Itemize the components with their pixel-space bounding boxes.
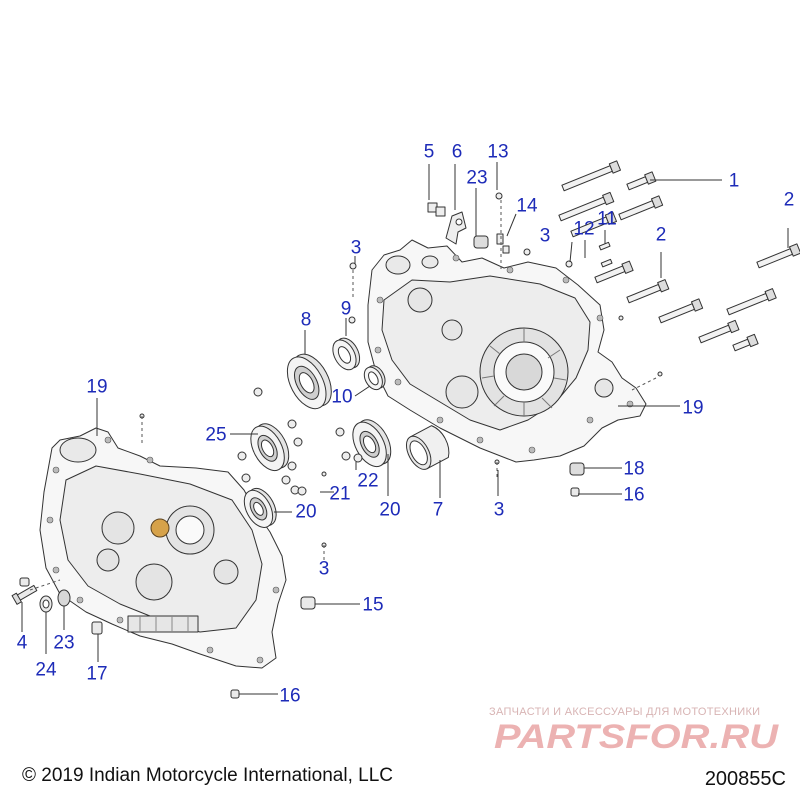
callout-6: 6 bbox=[451, 141, 463, 163]
callout-19: 19 bbox=[682, 397, 704, 419]
left-crankcase-half bbox=[39, 427, 287, 669]
callout-25: 25 bbox=[205, 424, 227, 446]
callout-19: 19 bbox=[86, 376, 108, 398]
callout-7: 7 bbox=[432, 499, 444, 521]
callout-20: 20 bbox=[295, 501, 317, 523]
document-number: 200855C bbox=[704, 768, 786, 790]
callout-22: 22 bbox=[357, 470, 379, 492]
callout-2: 2 bbox=[783, 189, 795, 211]
callout-16: 16 bbox=[279, 685, 301, 707]
leader-lines bbox=[21, 162, 789, 695]
small-rings bbox=[139, 315, 663, 548]
copyright-text: © 2019 Indian Motorcycle International, … bbox=[22, 765, 393, 786]
callout-14: 14 bbox=[516, 195, 538, 217]
callout-13: 13 bbox=[487, 141, 509, 163]
callout-2: 2 bbox=[655, 224, 667, 246]
callout-8: 8 bbox=[300, 309, 312, 331]
callout-24: 24 bbox=[35, 659, 57, 681]
callout-18: 18 bbox=[623, 458, 645, 480]
watermark-logo-text: PARTSFOR.RU bbox=[494, 718, 780, 756]
callout-15: 15 bbox=[362, 594, 384, 616]
callout-10: 10 bbox=[331, 386, 353, 408]
callout-20: 20 bbox=[379, 499, 401, 521]
callout-16: 16 bbox=[623, 484, 645, 506]
callout-4: 4 bbox=[16, 632, 28, 654]
callout-5: 5 bbox=[423, 141, 435, 163]
watermark-tagline: ЗАПЧАСТИ И АКСЕССУАРЫ ДЛЯ МОТОТЕХНИКИ bbox=[489, 706, 761, 718]
callout-23: 23 bbox=[53, 632, 75, 654]
callout-11: 11 bbox=[597, 208, 617, 230]
callout-3: 3 bbox=[350, 237, 362, 259]
crankcase-bolts bbox=[558, 160, 800, 352]
callout-3: 3 bbox=[539, 225, 551, 247]
callout-1: 1 bbox=[728, 170, 740, 192]
callout-23: 23 bbox=[466, 167, 488, 189]
right-crankcase-half bbox=[367, 239, 647, 463]
callout-3: 3 bbox=[318, 558, 330, 580]
bearings bbox=[243, 337, 450, 528]
callout-3: 3 bbox=[493, 499, 505, 521]
callout-12: 12 bbox=[573, 218, 595, 240]
callout-21: 21 bbox=[329, 483, 351, 505]
callout-17: 17 bbox=[86, 663, 108, 685]
callout-9: 9 bbox=[340, 298, 352, 320]
top-small-parts bbox=[348, 192, 573, 324]
watermark-logo: PARTSFOR.RU bbox=[494, 718, 780, 756]
